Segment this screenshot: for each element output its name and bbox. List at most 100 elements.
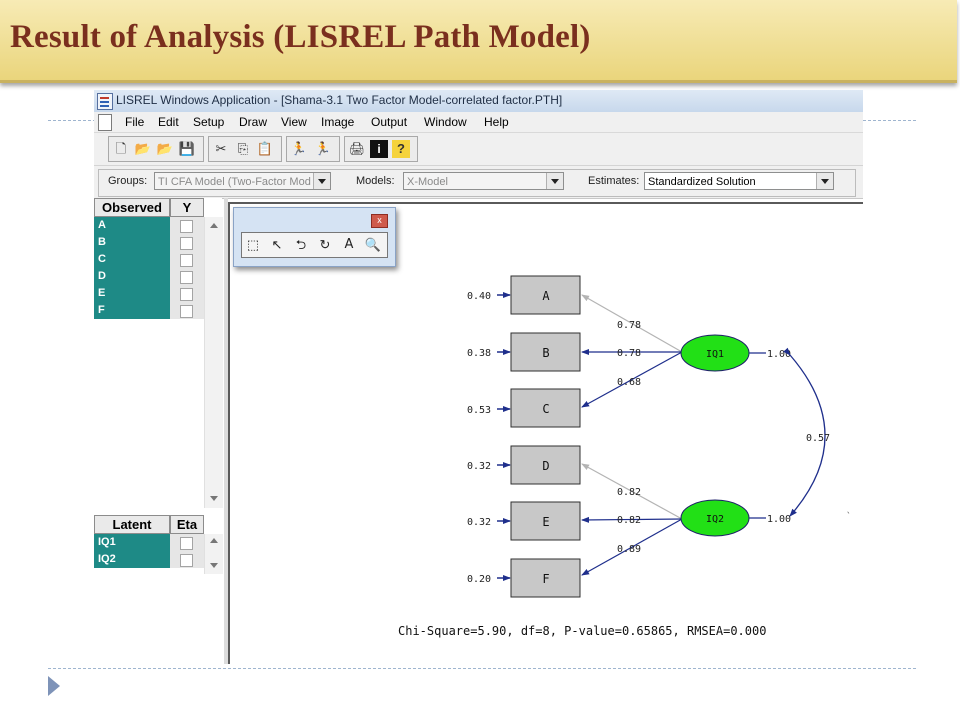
latent-variance-label: 1.00: [767, 514, 791, 525]
palette-tools: ⬚ ↖ ⮌ ↻ A 🔍: [241, 232, 388, 258]
menu-edit[interactable]: Edit: [158, 115, 179, 129]
loading-label: 0.82: [617, 515, 641, 526]
observed-box-b[interactable]: [510, 332, 581, 372]
y-checkbox[interactable]: [180, 271, 193, 284]
run-prelis-icon[interactable]: 🏃: [314, 141, 332, 156]
estimates-select[interactable]: Standardized Solution: [644, 172, 834, 190]
groups-select-value: TI CFA Model (Two-Factor Mod: [158, 176, 311, 188]
copy-icon[interactable]: ⎘: [237, 141, 249, 156]
eta-checkbox[interactable]: [180, 537, 193, 550]
slide-title: Result of Analysis (LISREL Path Model): [10, 19, 591, 55]
run-lisrel-icon[interactable]: 🏃: [290, 141, 308, 156]
eta-checkbox[interactable]: [180, 554, 193, 567]
slide-divider-bottom: [48, 668, 916, 669]
observed-name[interactable]: D: [94, 268, 170, 285]
observed-row[interactable]: C: [94, 251, 222, 268]
scroll-down-icon[interactable]: [210, 563, 218, 568]
observed-box-label: A: [542, 289, 550, 303]
chevron-down-icon[interactable]: [816, 173, 833, 189]
menu-view[interactable]: View: [281, 115, 307, 129]
y-checkbox[interactable]: [180, 305, 193, 318]
lisrel-app-icon: [97, 93, 113, 110]
models-select[interactable]: X-Model: [403, 172, 564, 190]
curved-arrow-right-icon[interactable]: ↻: [319, 237, 331, 252]
document-icon[interactable]: [98, 114, 112, 131]
menu-setup[interactable]: Setup: [193, 115, 225, 129]
observed-box-e[interactable]: [510, 501, 581, 541]
observed-header[interactable]: Observed: [94, 198, 170, 217]
cut-icon[interactable]: ✂: [215, 141, 227, 156]
observed-scrollbar[interactable]: [204, 217, 223, 508]
y-checkbox[interactable]: [180, 254, 193, 267]
curved-arrow-left-icon[interactable]: ⮌: [295, 237, 307, 252]
slide-title-bar: Result of Analysis (LISREL Path Model): [0, 0, 957, 83]
observed-box-d[interactable]: [510, 445, 581, 485]
latent-type-header[interactable]: Eta: [170, 515, 204, 534]
correlation-label: 0.57: [806, 433, 830, 444]
menu-output[interactable]: Output: [371, 115, 408, 129]
drawing-palette[interactable]: x ⬚ ↖ ⮌ ↻ A 🔍: [233, 207, 396, 267]
observed-box-label: D: [542, 459, 549, 473]
zoom-icon[interactable]: 🔍: [364, 237, 382, 252]
menu-image[interactable]: Image: [321, 115, 355, 129]
error-variance-label: 0.40: [467, 291, 491, 302]
observed-row[interactable]: D: [94, 268, 222, 285]
loading-arrow: [581, 463, 683, 520]
paste-icon[interactable]: 📋: [256, 141, 274, 156]
observed-row[interactable]: E: [94, 285, 222, 302]
canvas-stray-mark: `: [846, 511, 851, 522]
close-icon[interactable]: x: [371, 214, 388, 228]
chevron-down-icon[interactable]: [546, 173, 563, 189]
observed-name[interactable]: B: [94, 234, 170, 251]
observed-box-a[interactable]: [510, 275, 581, 315]
save-disk-icon[interactable]: 💾: [178, 141, 196, 156]
arrow-tool-icon[interactable]: ↖: [271, 237, 283, 252]
menu-window[interactable]: Window: [424, 115, 467, 129]
open-folder-alt-icon[interactable]: 📂: [156, 141, 174, 156]
observed-type-header[interactable]: Y: [170, 198, 204, 217]
selector-frame: [98, 169, 856, 197]
loading-arrow: [581, 351, 683, 408]
y-checkbox[interactable]: [180, 288, 193, 301]
observed-box-label: F: [542, 572, 549, 586]
latent-row[interactable]: IQ1: [94, 534, 222, 551]
latent-name[interactable]: IQ2: [94, 551, 170, 568]
observed-row[interactable]: F: [94, 302, 222, 319]
y-checkbox[interactable]: [180, 220, 193, 233]
latent-scrollbar[interactable]: [204, 534, 223, 574]
observed-name[interactable]: F: [94, 302, 170, 319]
fit-statistics: Chi-Square=5.90, df=8, P-value=0.65865, …: [398, 624, 766, 638]
observed-name[interactable]: C: [94, 251, 170, 268]
menu-file[interactable]: File: [125, 115, 145, 129]
scroll-up-icon[interactable]: [210, 538, 218, 543]
open-folder-icon[interactable]: 📂: [134, 141, 152, 156]
loading-label: 0.78: [617, 320, 641, 331]
latent-header[interactable]: Latent: [94, 515, 170, 534]
groups-select[interactable]: TI CFA Model (Two-Factor Mod: [154, 172, 331, 190]
select-rectangle-icon[interactable]: ⬚: [246, 237, 260, 252]
y-checkbox[interactable]: [180, 237, 193, 250]
error-variance-label: 0.20: [467, 574, 491, 585]
latent-row[interactable]: IQ2: [94, 551, 222, 568]
scroll-down-icon[interactable]: [210, 496, 218, 501]
help-icon[interactable]: ?: [392, 140, 410, 158]
observed-name[interactable]: A: [94, 217, 170, 234]
observed-row[interactable]: B: [94, 234, 222, 251]
observed-box-label: B: [542, 346, 549, 360]
observed-box-f[interactable]: [510, 558, 581, 598]
print-icon[interactable]: 🖨: [348, 141, 366, 156]
panel-splitter[interactable]: [224, 198, 228, 664]
observed-box-c[interactable]: [510, 388, 581, 428]
info-icon[interactable]: i: [370, 140, 388, 158]
observed-row[interactable]: A: [94, 217, 222, 234]
loading-arrow: [581, 518, 683, 576]
error-variance-label: 0.32: [467, 517, 491, 528]
menu-draw[interactable]: Draw: [239, 115, 268, 129]
latent-name[interactable]: IQ1: [94, 534, 170, 551]
observed-name[interactable]: E: [94, 285, 170, 302]
chevron-down-icon[interactable]: [313, 173, 330, 189]
text-tool-icon[interactable]: A: [344, 237, 354, 252]
menu-help[interactable]: Help: [484, 115, 509, 129]
new-file-icon[interactable]: 🗋: [115, 141, 127, 156]
scroll-up-icon[interactable]: [210, 223, 218, 228]
